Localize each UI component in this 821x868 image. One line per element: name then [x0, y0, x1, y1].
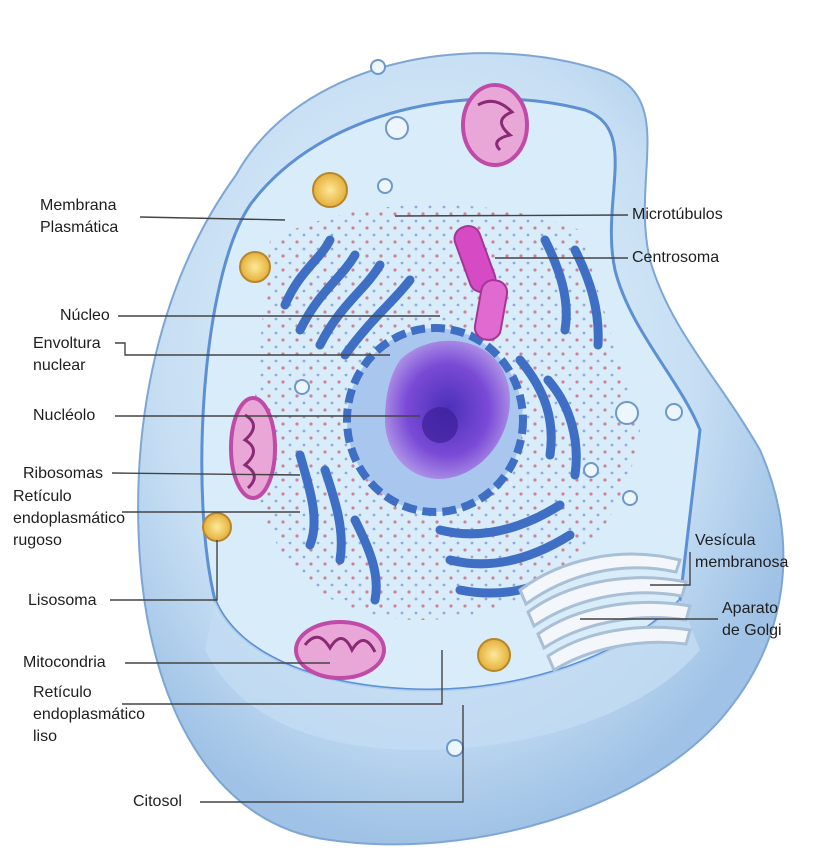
label-nucleolo: Nucléolo — [33, 405, 95, 427]
mitochondrion-bottom — [296, 622, 384, 678]
nucleolus — [422, 407, 458, 443]
label-centrosoma: Centrosoma — [632, 247, 719, 269]
lysosome-4 — [478, 639, 510, 671]
label-microtubulos: Microtúbulos — [632, 204, 723, 226]
label-rer-line2: endoplasmático — [13, 508, 125, 530]
label-membrana-line2: Plasmática — [40, 217, 118, 239]
label-envoltura-line1: Envoltura — [33, 333, 101, 355]
label-golgi-line1: Aparato — [722, 598, 782, 620]
mitochondrion-top — [463, 85, 527, 165]
label-rel-line3: liso — [33, 726, 145, 748]
label-rel-line2: endoplasmático — [33, 704, 145, 726]
label-golgi-line2: de Golgi — [722, 620, 782, 642]
label-envoltura: Envoltura nuclear — [33, 333, 101, 377]
label-golgi: Aparato de Golgi — [722, 598, 782, 642]
label-citosol: Citosol — [133, 791, 182, 813]
lysosome-1 — [313, 173, 347, 207]
label-rer: Retículo endoplasmático rugoso — [13, 486, 125, 552]
label-lisosoma: Lisosoma — [28, 590, 96, 612]
label-rel-line1: Retículo — [33, 682, 145, 704]
label-rer-line3: rugoso — [13, 530, 125, 552]
label-mitocondria: Mitocondria — [23, 652, 106, 674]
label-nucleo: Núcleo — [60, 305, 110, 327]
mitochondrion-left — [231, 398, 275, 498]
label-vesicula-line2: membranosa — [695, 552, 788, 574]
lysosome-2 — [240, 252, 270, 282]
lysosome-3 — [203, 513, 231, 541]
label-vesicula: Vesícula membranosa — [695, 530, 788, 574]
label-rel: Retículo endoplasmático liso — [33, 682, 145, 748]
label-envoltura-line2: nuclear — [33, 355, 101, 377]
label-vesicula-line1: Vesícula — [695, 530, 788, 552]
label-ribosomas: Ribosomas — [23, 463, 103, 485]
label-rer-line1: Retículo — [13, 486, 125, 508]
label-membrana-line1: Membrana — [40, 195, 118, 217]
label-membrana: Membrana Plasmática — [40, 195, 118, 239]
